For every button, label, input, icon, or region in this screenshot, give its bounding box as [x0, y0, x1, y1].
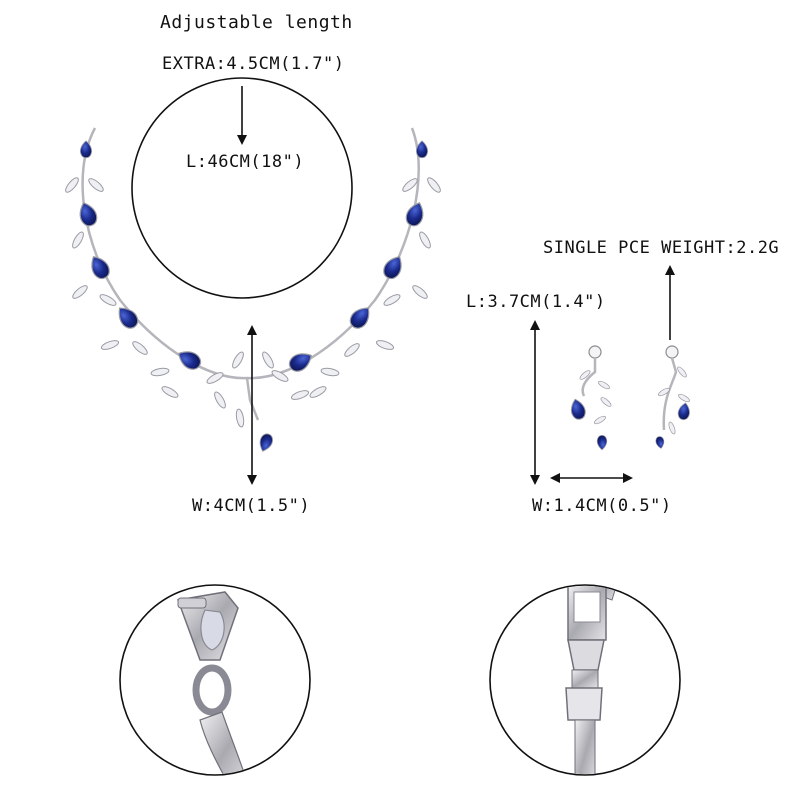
- necklace: [63, 127, 443, 454]
- necklace-length-circle: [131, 77, 353, 299]
- extra-length-label: EXTRA:4.5CM(1.7"): [162, 54, 345, 74]
- earring-weight-label: SINGLE PCE WEIGHT:2.2G: [543, 238, 780, 258]
- necklace-length-label: L:46CM(18"): [186, 152, 305, 172]
- necklace-width-label: W:4CM(1.5"): [192, 496, 311, 516]
- earring-post-closeup: [119, 584, 311, 776]
- fold-over-clasp-closeup: [489, 584, 681, 776]
- adjustable-label: Adjustable length: [160, 12, 353, 33]
- earring-front: [568, 345, 613, 451]
- earring-width-label: W:1.4CM(0.5"): [532, 496, 672, 516]
- earring-length-label: L:3.7CM(1.4"): [466, 292, 606, 312]
- earring-side: [654, 345, 692, 450]
